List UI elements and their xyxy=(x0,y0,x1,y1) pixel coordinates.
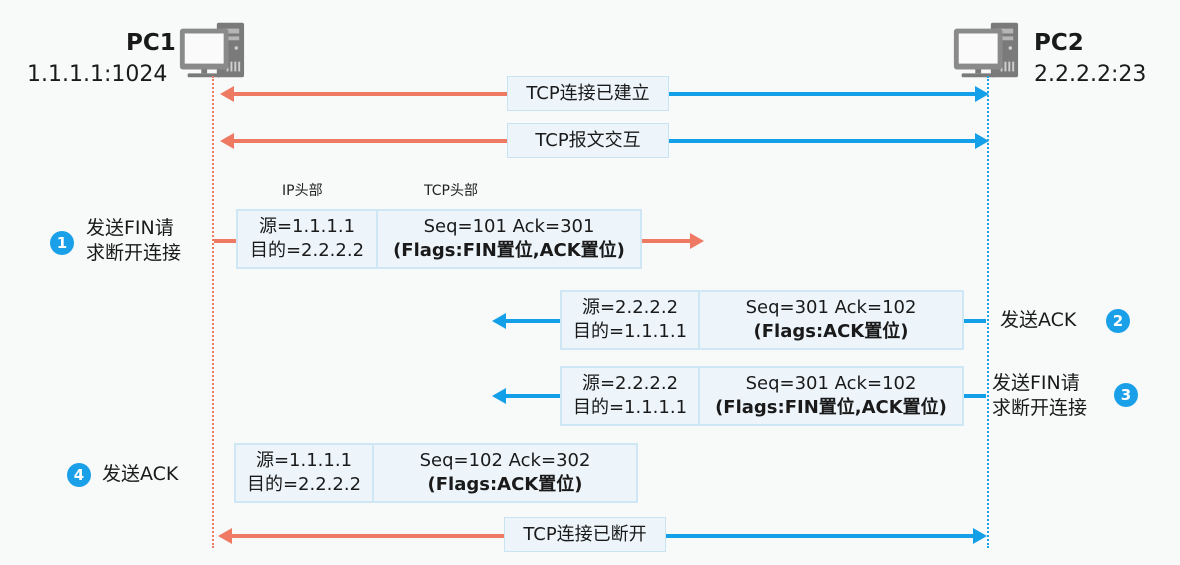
ip-destination: 目的=1.1.1.1 xyxy=(572,397,688,418)
ip-header: 源=1.1.1.1 目的=2.2.2.2 xyxy=(236,445,374,501)
tcp-flags: (Flags:FIN置位,ACK置位) xyxy=(393,240,625,261)
arrowhead-left xyxy=(220,133,234,149)
arrowhead-right xyxy=(975,86,989,102)
tcp-segment: 源=1.1.1.1 目的=2.2.2.2 Seq=101 Ack=301 (Fl… xyxy=(236,209,642,269)
pc1-address: 1.1.1.1:1024 xyxy=(27,62,168,87)
seq-ack: Seq=301 Ack=102 xyxy=(745,297,917,318)
ip-source: 源=1.1.1.1 xyxy=(258,216,356,237)
step-number-badge: 1 xyxy=(50,231,74,255)
arrowhead-left xyxy=(218,528,232,544)
ip-source: 源=2.2.2.2 xyxy=(581,373,679,394)
tcp-flags: (Flags:ACK置位) xyxy=(427,474,583,495)
arrow-line-pc1-side xyxy=(230,534,506,538)
step-number-badge: 4 xyxy=(67,463,91,487)
tcp-header: Seq=102 Ack=302 (Flags:ACK置位) xyxy=(374,445,636,501)
step-description-line1: 发送FIN请 xyxy=(992,372,1080,394)
tcp-header: Seq=301 Ack=102 (Flags:ACK置位) xyxy=(700,292,962,348)
step-description-line2: 求断开连接 xyxy=(992,397,1088,419)
tcp-flags: (Flags:ACK置位) xyxy=(753,321,909,342)
arrowhead-right xyxy=(690,233,704,249)
arrow-line-pc2-side xyxy=(664,534,974,538)
tcp-header: Seq=301 Ack=102 (Flags:FIN置位,ACK置位) xyxy=(700,368,962,424)
arrowhead-right xyxy=(975,133,989,149)
arrow-line-pc2-side xyxy=(666,139,976,143)
tcp-header: Seq=101 Ack=301 (Flags:FIN置位,ACK置位) xyxy=(378,211,640,267)
pc1-desktop-computer-icon xyxy=(179,22,245,78)
step-description: 发送FIN请 求断开连接 xyxy=(86,216,181,266)
step-description: 发送ACK xyxy=(102,463,179,485)
seq-ack: Seq=301 Ack=102 xyxy=(745,373,917,394)
ip-destination: 目的=2.2.2.2 xyxy=(249,240,365,261)
ip-destination: 目的=2.2.2.2 xyxy=(246,474,362,495)
pc1-name: PC1 xyxy=(126,30,176,56)
tcp-segment: 源=2.2.2.2 目的=1.1.1.1 Seq=301 Ack=102 (Fl… xyxy=(560,290,964,350)
arrowhead-right xyxy=(973,528,987,544)
step-description-line1: 发送FIN请 xyxy=(86,217,174,239)
tcp-flags: (Flags:FIN置位,ACK置位) xyxy=(715,397,947,418)
ip-header-label: IP头部 xyxy=(282,183,323,199)
ip-source: 源=2.2.2.2 xyxy=(581,297,679,318)
arrowhead-left xyxy=(492,388,506,404)
ip-header: 源=2.2.2.2 目的=1.1.1.1 xyxy=(562,292,700,348)
pc1-lifeline xyxy=(212,76,214,548)
arrowhead-left xyxy=(492,313,506,329)
step-number-badge: 3 xyxy=(1114,383,1138,407)
arrowhead-left xyxy=(220,86,234,102)
arrow-line-pc2-side xyxy=(666,92,976,96)
seq-ack: Seq=102 Ack=302 xyxy=(419,450,591,471)
step-number-badge: 2 xyxy=(1106,309,1130,333)
banner-connection-established: TCP连接已建立 xyxy=(507,76,669,111)
ip-destination: 目的=1.1.1.1 xyxy=(572,321,688,342)
arrow-tail xyxy=(964,319,986,323)
step-description: 发送ACK xyxy=(1000,309,1077,331)
arrow-line xyxy=(504,394,560,398)
step-description: 发送FIN请 求断开连接 xyxy=(992,371,1087,421)
arrow-tail xyxy=(214,239,236,243)
seq-ack: Seq=101 Ack=301 xyxy=(423,216,595,237)
pc2-desktop-computer-icon xyxy=(953,22,1019,78)
ip-source: 源=1.1.1.1 xyxy=(255,450,353,471)
pc2-address: 2.2.2.2:23 xyxy=(1034,62,1147,87)
arrow-line xyxy=(642,239,692,243)
ip-header: 源=1.1.1.1 目的=2.2.2.2 xyxy=(238,211,378,267)
tcp-segment: 源=2.2.2.2 目的=1.1.1.1 Seq=301 Ack=102 (Fl… xyxy=(560,366,964,426)
arrow-line xyxy=(504,319,560,323)
arrow-tail xyxy=(964,394,986,398)
pc2-name: PC2 xyxy=(1034,30,1084,56)
pc2-lifeline xyxy=(987,76,989,548)
tcp-segment: 源=1.1.1.1 目的=2.2.2.2 Seq=102 Ack=302 (Fl… xyxy=(234,443,638,503)
banner-connection-closed: TCP连接已断开 xyxy=(504,517,666,552)
tcp-header-label: TCP头部 xyxy=(424,183,478,199)
ip-header: 源=2.2.2.2 目的=1.1.1.1 xyxy=(562,368,700,424)
step-description-line2: 求断开连接 xyxy=(86,242,182,264)
banner-packet-exchange: TCP报文交互 xyxy=(507,123,669,158)
arrow-line-pc1-side xyxy=(232,92,508,96)
arrow-line-pc1-side xyxy=(232,139,508,143)
